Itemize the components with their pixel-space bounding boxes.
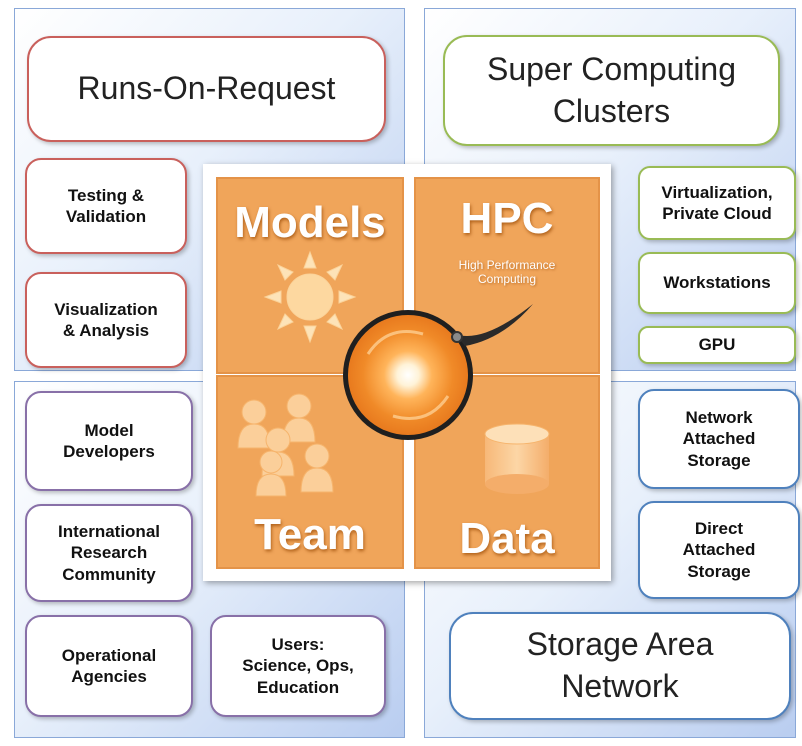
hpc-subtitle: High Performance Computing <box>458 258 556 287</box>
storage-area-network-box: Storage Area Network <box>449 612 791 720</box>
model-developers-box: Model Developers <box>25 391 193 491</box>
database-icon <box>484 423 550 494</box>
workstations-box: Workstations <box>638 252 796 314</box>
team-label: Team <box>254 510 366 559</box>
operational-agencies-box: Operational Agencies <box>25 615 193 717</box>
international-research-community-box: International Research Community <box>25 504 193 602</box>
central-quadrant-graphic <box>216 177 600 569</box>
team-people-icon <box>237 393 334 497</box>
direct-attached-storage-box: Direct Attached Storage <box>638 501 800 599</box>
models-label: Models <box>234 198 386 247</box>
runs-on-request-box: Runs-On-Request <box>27 36 386 142</box>
data-label: Data <box>459 514 555 563</box>
super-computing-clusters-box: Super Computing Clusters <box>443 35 780 146</box>
testing-validation-box: Testing & Validation <box>25 158 187 254</box>
hpc-label: HPC <box>460 194 554 243</box>
sun-icon <box>263 250 357 344</box>
visualization-analysis-box: Visualization & Analysis <box>25 272 187 368</box>
users-box: Users: Science, Ops, Education <box>210 615 386 717</box>
gpu-box: GPU <box>638 326 796 364</box>
network-attached-storage-box: Network Attached Storage <box>638 389 800 489</box>
central-quadrant-block: Models HPC High Performance Computing Te… <box>203 164 611 581</box>
center-orb-icon <box>343 304 533 440</box>
virtualization-private-cloud-box: Virtualization, Private Cloud <box>638 166 796 240</box>
